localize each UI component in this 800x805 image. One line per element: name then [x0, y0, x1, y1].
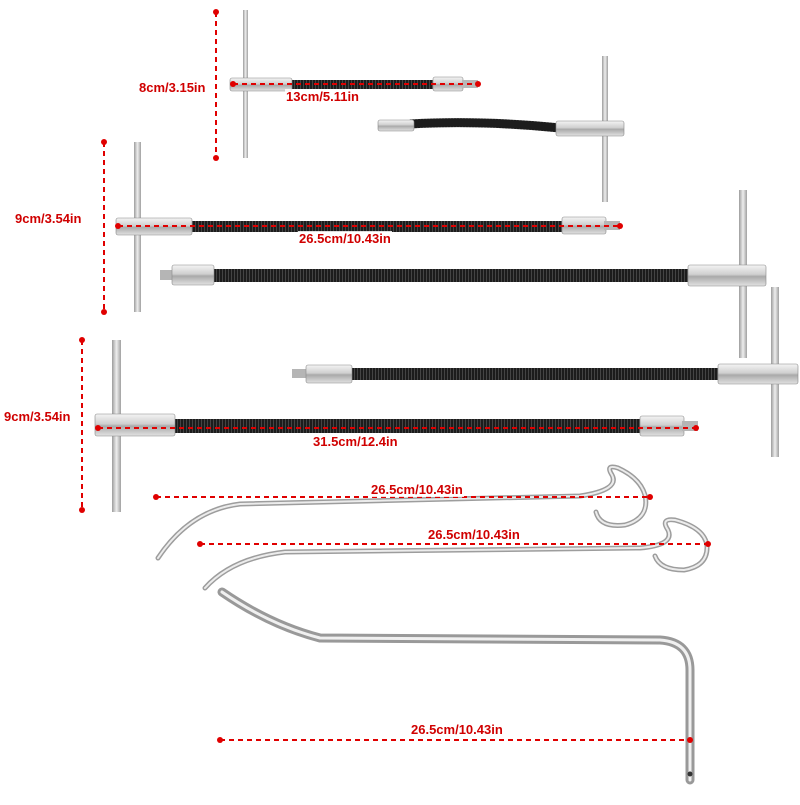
flex-shaft — [350, 368, 722, 380]
small-height-label: 8cm/3.15in — [138, 80, 207, 95]
threaded-tip — [292, 369, 308, 378]
dimension-endpoints — [79, 9, 711, 743]
hook-tool-2 — [202, 517, 710, 591]
rod-hole — [687, 771, 693, 777]
handle-sleeve — [687, 264, 767, 287]
hook2-length-label: 26.5cm/10.43in — [427, 527, 521, 542]
threaded-tip — [604, 221, 620, 230]
tip-sleeve — [171, 264, 215, 286]
hook-tool-3 — [217, 587, 695, 785]
hook3-length-label: 26.5cm/10.43in — [410, 722, 504, 737]
tip-sleeve — [305, 364, 353, 384]
small-length-label: 13cm/5.11in — [285, 89, 360, 104]
hook1-length-label: 26.5cm/10.43in — [370, 482, 464, 497]
threaded-tip — [682, 421, 698, 431]
small-flex-shaft-tool-2 — [377, 56, 625, 202]
hook-rod — [217, 587, 695, 785]
dimension-lines — [81, 12, 708, 741]
handle-sleeve — [94, 413, 176, 437]
medium-flex-shaft-tool-2 — [160, 190, 767, 358]
handle-sleeve — [555, 120, 625, 137]
large-flex-shaft-tool — [94, 340, 698, 512]
medium-height-label: 9cm/3.54in — [14, 211, 83, 226]
large-height-label: 9cm/3.54in — [3, 409, 72, 424]
tip-sleeve — [639, 415, 685, 437]
hook-tool-1 — [155, 464, 649, 561]
flex-shaft — [290, 80, 440, 89]
large-flex-shaft-tool-2 — [292, 287, 799, 457]
tip-sleeve — [377, 119, 415, 132]
flex-shaft — [212, 269, 692, 282]
large-length-label: 31.5cm/12.4in — [312, 434, 399, 449]
threaded-tip — [160, 270, 174, 280]
flex-shaft — [190, 221, 564, 232]
handle-sleeve — [717, 363, 799, 385]
medium-length-label: 26.5cm/10.43in — [298, 231, 392, 246]
flex-shaft — [172, 419, 644, 433]
